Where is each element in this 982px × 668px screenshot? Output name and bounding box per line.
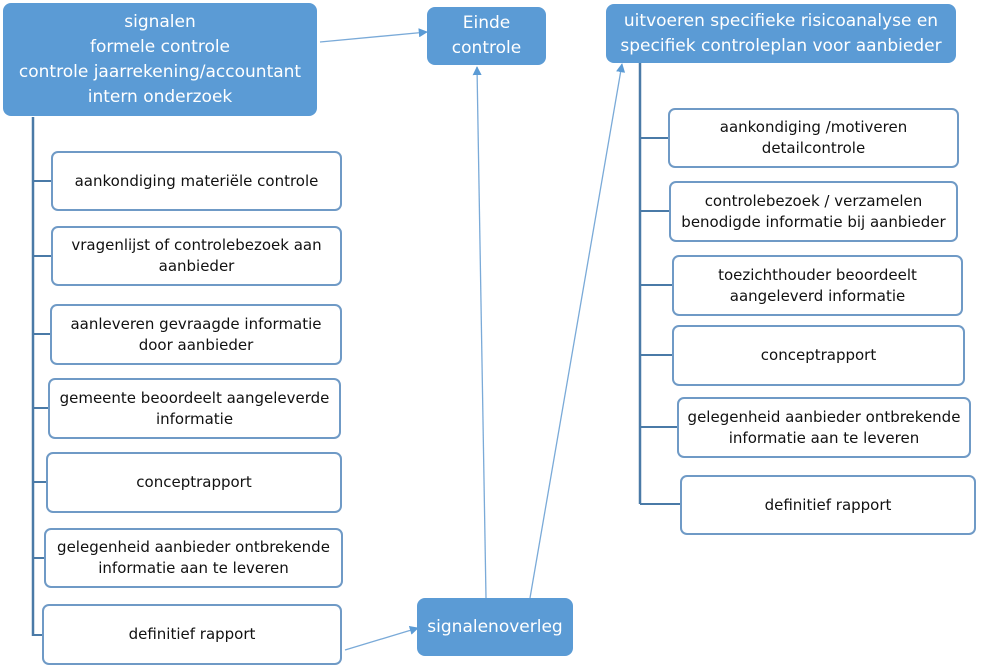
right-step-2: controlebezoek / verzamelen benodigde in…: [669, 181, 958, 242]
end-control-node: Einde controle: [427, 7, 546, 65]
right-step-5: gelegenheid aanbieder ontbrekende inform…: [677, 397, 971, 458]
signal-meeting-node: signalenoverleg: [417, 598, 573, 656]
right-step-3: toezichthouder beoordeelt aangeleverd in…: [672, 255, 963, 316]
left-step-3: aanleveren gevraagde informatie door aan…: [50, 304, 342, 365]
right-step-1: aankondiging /motiveren detailcontrole: [668, 108, 959, 168]
arrow-meeting-to-end: [472, 66, 487, 599]
arrow-meeting-to-risk: [529, 63, 626, 599]
left-step-1: aankondiging materiële controle: [51, 151, 342, 211]
start-node: signalen formele controle controle jaarr…: [3, 3, 317, 116]
left-step-7: definitief rapport: [42, 604, 342, 665]
arrow-start-to-end: [319, 28, 428, 43]
left-step-2: vragenlijst of controlebezoek aan aanbie…: [51, 226, 342, 286]
left-step-6: gelegenheid aanbieder ontbrekende inform…: [44, 528, 343, 588]
left-step-5: conceptrapport: [46, 452, 342, 513]
right-step-6: definitief rapport: [680, 475, 976, 535]
right-step-4: conceptrapport: [672, 325, 965, 386]
left-step-4: gemeente beoordeelt aangeleverde informa…: [48, 378, 341, 439]
arrow-final-to-meeting: [344, 626, 419, 651]
risk-analysis-node: uitvoeren specifieke risicoanalyse en sp…: [606, 4, 956, 63]
